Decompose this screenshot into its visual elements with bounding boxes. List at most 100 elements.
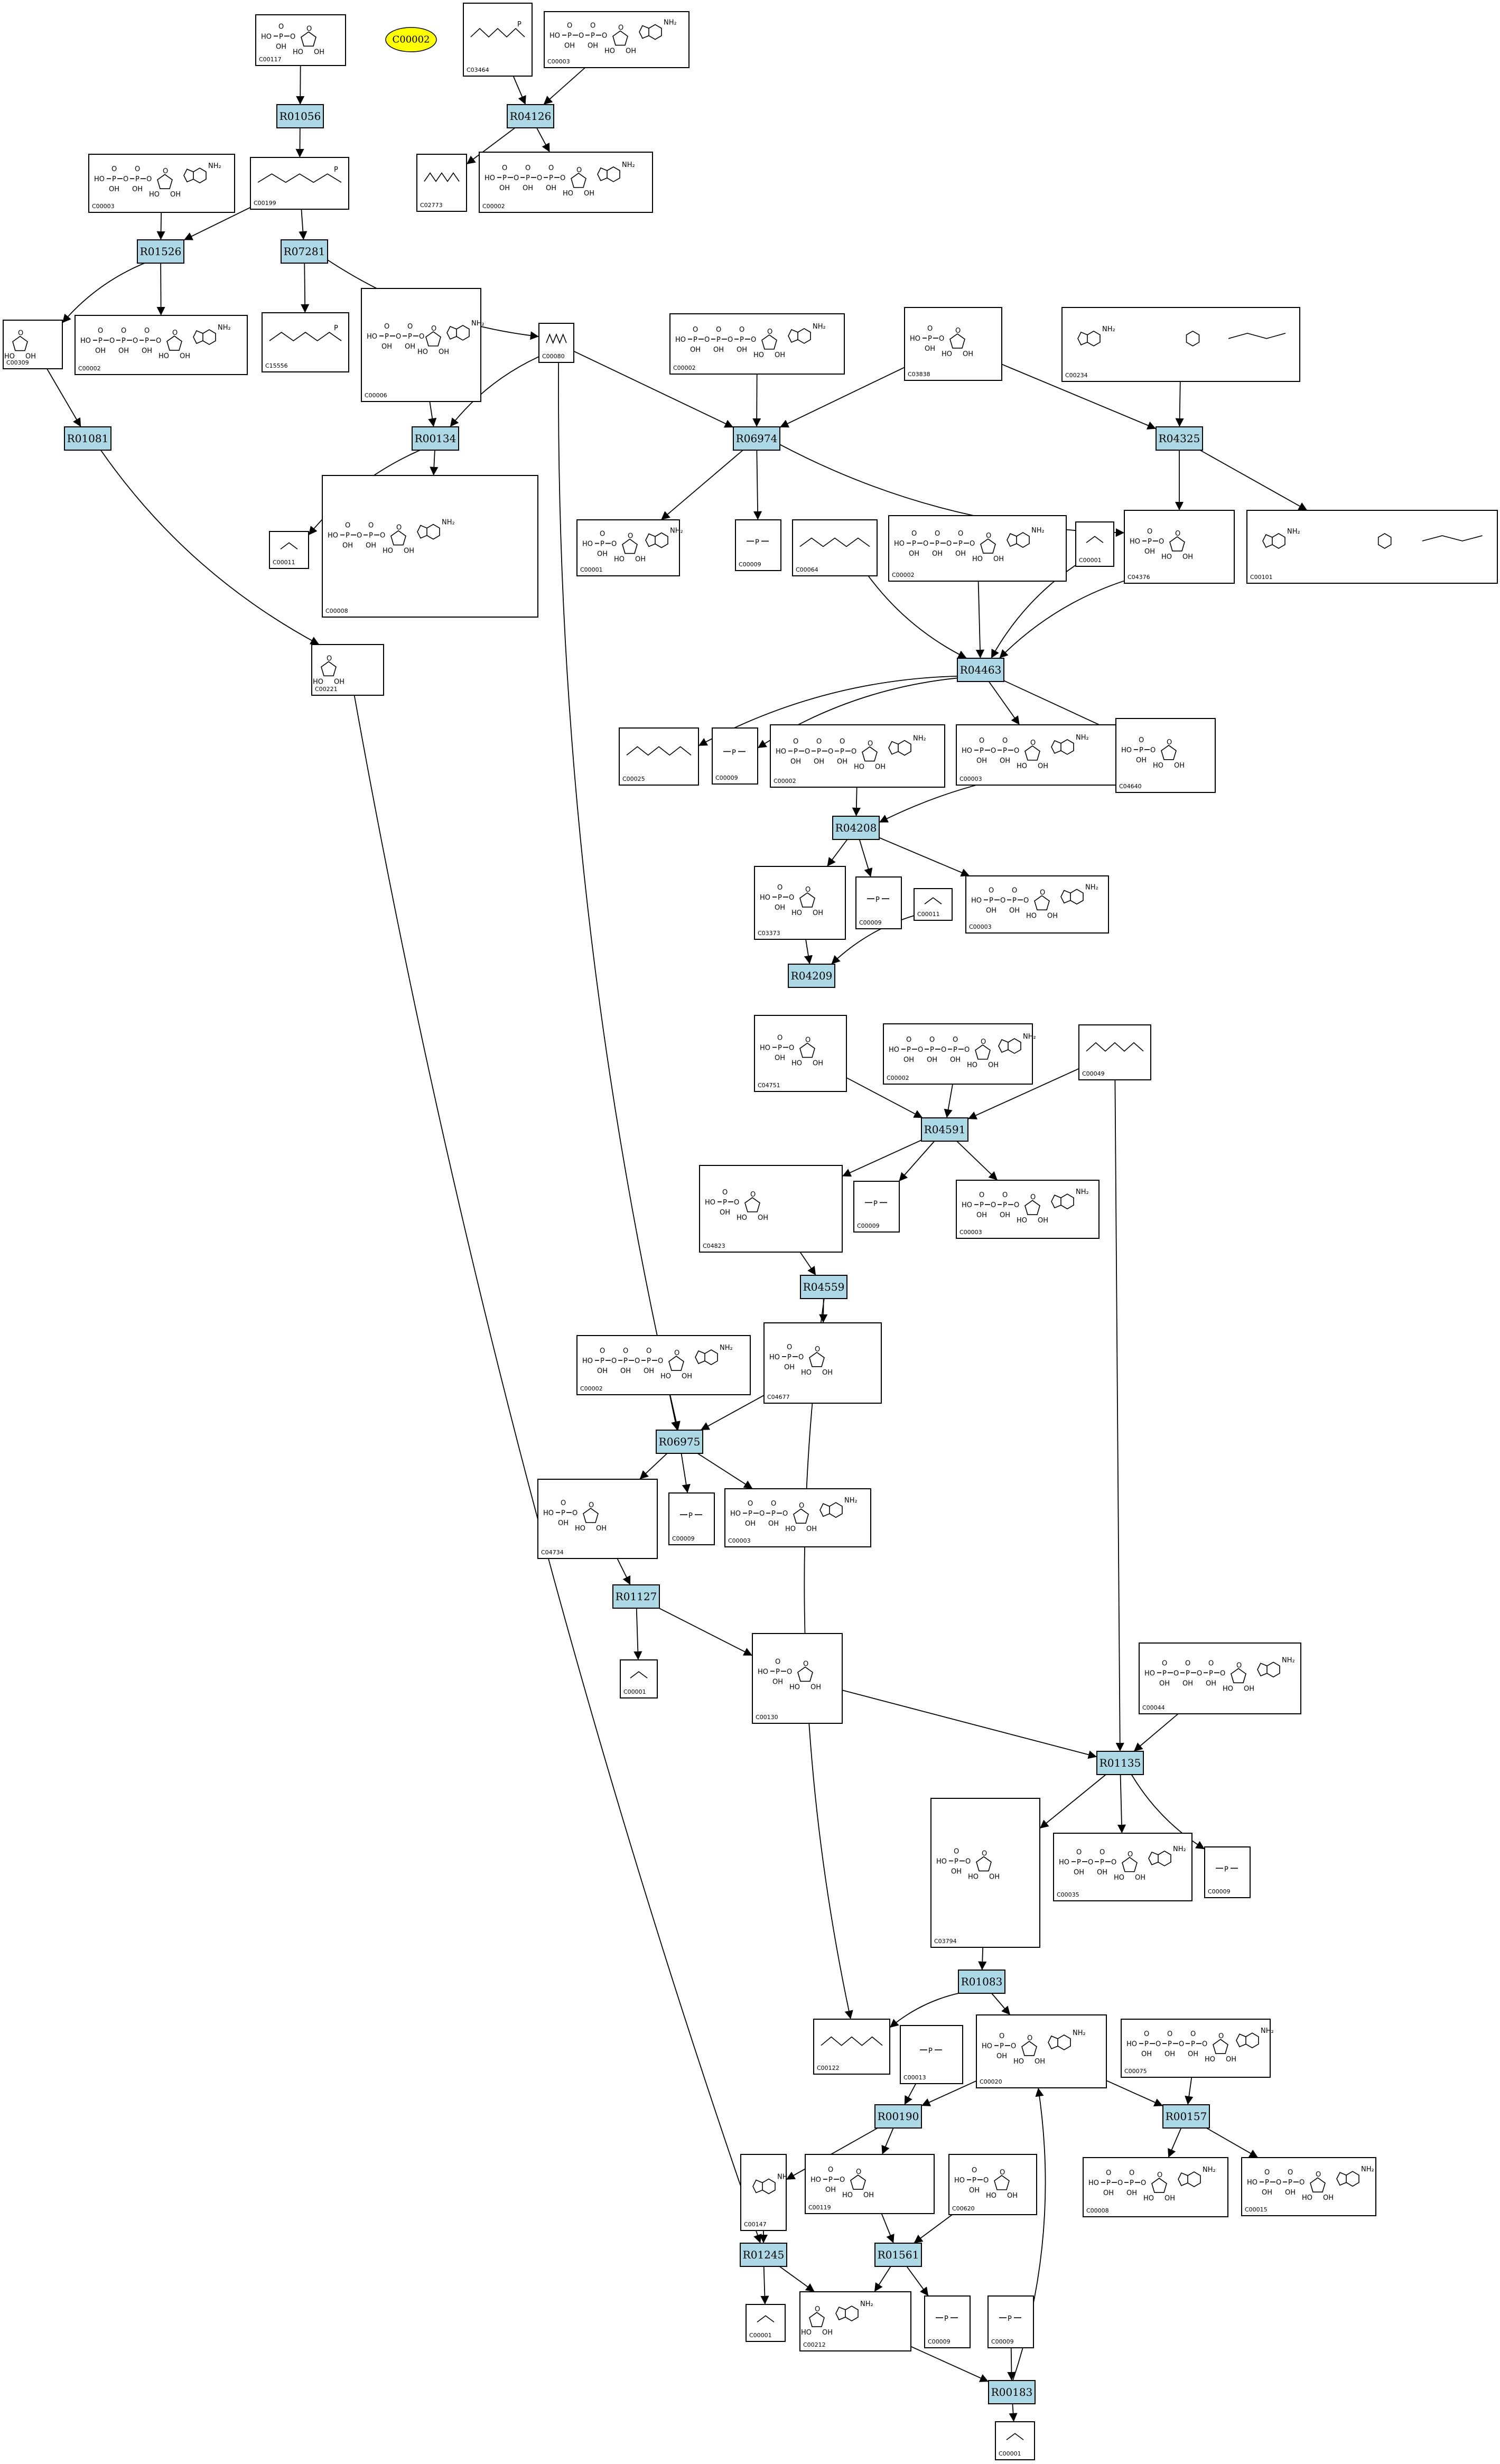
compound-C02773[interactable]: C02773 [416, 154, 467, 212]
oxygen-atom-label: O [561, 1499, 566, 1507]
oxygen-atom-label: O [590, 22, 595, 30]
hydroxyl-label: HO [791, 909, 802, 917]
hydroxyl-label: OH [1009, 907, 1020, 914]
reaction-R06974[interactable]: R06974 [733, 426, 780, 451]
reaction-R04208[interactable]: R04208 [832, 816, 880, 840]
highlight-node[interactable]: C00002 [385, 27, 437, 52]
compound-C00049[interactable]: C00049 [1078, 1024, 1151, 1080]
compound-C00011[interactable]: C00011 [269, 531, 309, 569]
compound-C00122[interactable]: C00122 [813, 2019, 890, 2075]
compound-C00011[interactable]: C00011 [914, 888, 953, 921]
reaction-R01056[interactable]: R01056 [276, 104, 324, 128]
hydroxyl-label: HO [1013, 2058, 1024, 2066]
reaction-R01526[interactable]: R01526 [137, 239, 184, 264]
compound-C00001[interactable]: C00001 [995, 2421, 1035, 2460]
reaction-R06975[interactable]: R06975 [656, 1430, 703, 1454]
compound-C00025[interactable]: C00025 [619, 727, 699, 786]
imidazole-ring-icon [788, 329, 798, 343]
reaction-R01561[interactable]: R01561 [874, 2243, 922, 2267]
reaction-R04209[interactable]: R04209 [788, 964, 835, 988]
reaction-R04463[interactable]: R04463 [957, 658, 1004, 682]
reaction-R00134[interactable]: R00134 [412, 426, 459, 451]
reaction-R01083[interactable]: R01083 [958, 1970, 1005, 1994]
reaction-R00183[interactable]: R00183 [988, 2380, 1036, 2404]
compound-C00080[interactable]: C00080 [538, 323, 574, 363]
reaction-R04559[interactable]: R04559 [800, 1275, 847, 1299]
reaction-R04126[interactable]: R04126 [507, 104, 554, 128]
reaction-R07281[interactable]: R07281 [281, 239, 328, 264]
compound-C00001[interactable]: C00001 [746, 2304, 786, 2342]
compound-C00064[interactable]: C00064 [792, 519, 878, 576]
reaction-R04591[interactable]: R04591 [921, 1117, 968, 1142]
reaction-R01127[interactable]: R01127 [612, 1584, 660, 1609]
structure-icon: P [747, 538, 769, 546]
edge-arrow [914, 2214, 953, 2244]
hydroxyl-label: HO [582, 540, 593, 548]
reaction-R04325[interactable]: R04325 [1156, 426, 1203, 451]
reaction-R00190[interactable]: R00190 [874, 2104, 922, 2129]
reaction-R01135[interactable]: R01135 [1096, 1751, 1144, 1775]
reaction-R01081[interactable]: R01081 [64, 426, 111, 451]
hydroxyl-label: OH [1226, 2056, 1236, 2064]
reaction-R01245[interactable]: R01245 [740, 2243, 787, 2267]
compound-C00001[interactable]: C00001 [1075, 521, 1114, 567]
compound-C00001[interactable]: C00001 [620, 1659, 658, 1698]
compound-id-label: C00049 [1082, 1070, 1105, 1077]
reaction-R00157[interactable]: R00157 [1162, 2104, 1210, 2129]
amine-label: NH₂ [622, 161, 635, 169]
